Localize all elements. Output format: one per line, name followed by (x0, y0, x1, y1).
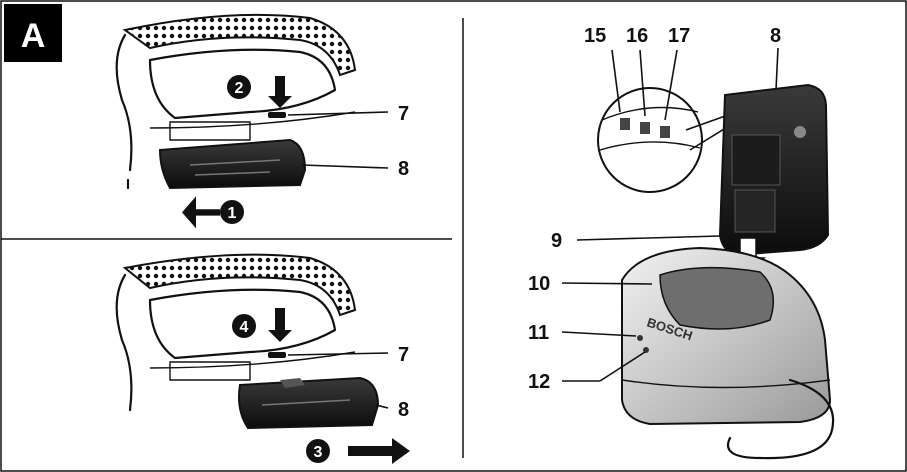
label-15: 15 (584, 25, 606, 47)
indicator-light-11 (637, 335, 643, 341)
tool-body-outline (115, 33, 133, 172)
battery-pack (158, 138, 307, 190)
label-10: 10 (528, 273, 550, 295)
arrow-down-icon (268, 76, 292, 108)
tool-grip (122, 253, 357, 317)
step-marker-4: 4 (232, 314, 256, 338)
contact-16 (640, 122, 650, 134)
tool-slot (169, 121, 251, 141)
label-7-bottom: 7 (398, 344, 409, 366)
figure-badge-letter: A (21, 17, 46, 55)
tool-handle-opening (148, 48, 337, 120)
release-button (268, 352, 286, 358)
label-16: 16 (626, 25, 648, 47)
step-marker-2: 2 (227, 75, 251, 99)
step-marker-1: 1 (220, 200, 244, 224)
figure-badge: A (4, 4, 62, 62)
release-button (268, 112, 286, 118)
label-8-top: 8 (398, 158, 409, 180)
contact-17 (660, 126, 670, 138)
contact-15 (620, 118, 630, 130)
svg-text:2: 2 (235, 80, 244, 97)
tool-handle-opening (148, 288, 337, 360)
tool-removal-illustration: 2 1 7 8 (115, 13, 409, 229)
tool-body-outline (115, 273, 133, 412)
label-7-top: 7 (398, 103, 409, 125)
svg-text:1: 1 (228, 205, 237, 222)
label-11: 11 (528, 322, 549, 344)
charger-illustration: BOSCH 15 16 17 8 9 10 11 12 (528, 25, 835, 460)
power-cable (727, 378, 835, 460)
step-marker-3: 3 (306, 439, 330, 463)
arrow-right-icon (348, 438, 410, 464)
label-8-right: 8 (770, 25, 781, 47)
arrow-left-icon (182, 196, 220, 229)
arrow-down-icon (268, 308, 292, 342)
label-8-bottom: 8 (398, 399, 409, 421)
tool-grip (122, 13, 357, 77)
charger-bay (659, 266, 775, 330)
label-9: 9 (551, 230, 562, 252)
svg-text:3: 3 (314, 444, 323, 461)
tool-insertion-illustration: 4 3 7 8 (115, 253, 410, 464)
contacts-detail (597, 87, 703, 193)
svg-text:4: 4 (240, 319, 249, 336)
label-12: 12 (528, 371, 550, 393)
tool-slot (169, 361, 251, 381)
label-17: 17 (668, 25, 690, 47)
